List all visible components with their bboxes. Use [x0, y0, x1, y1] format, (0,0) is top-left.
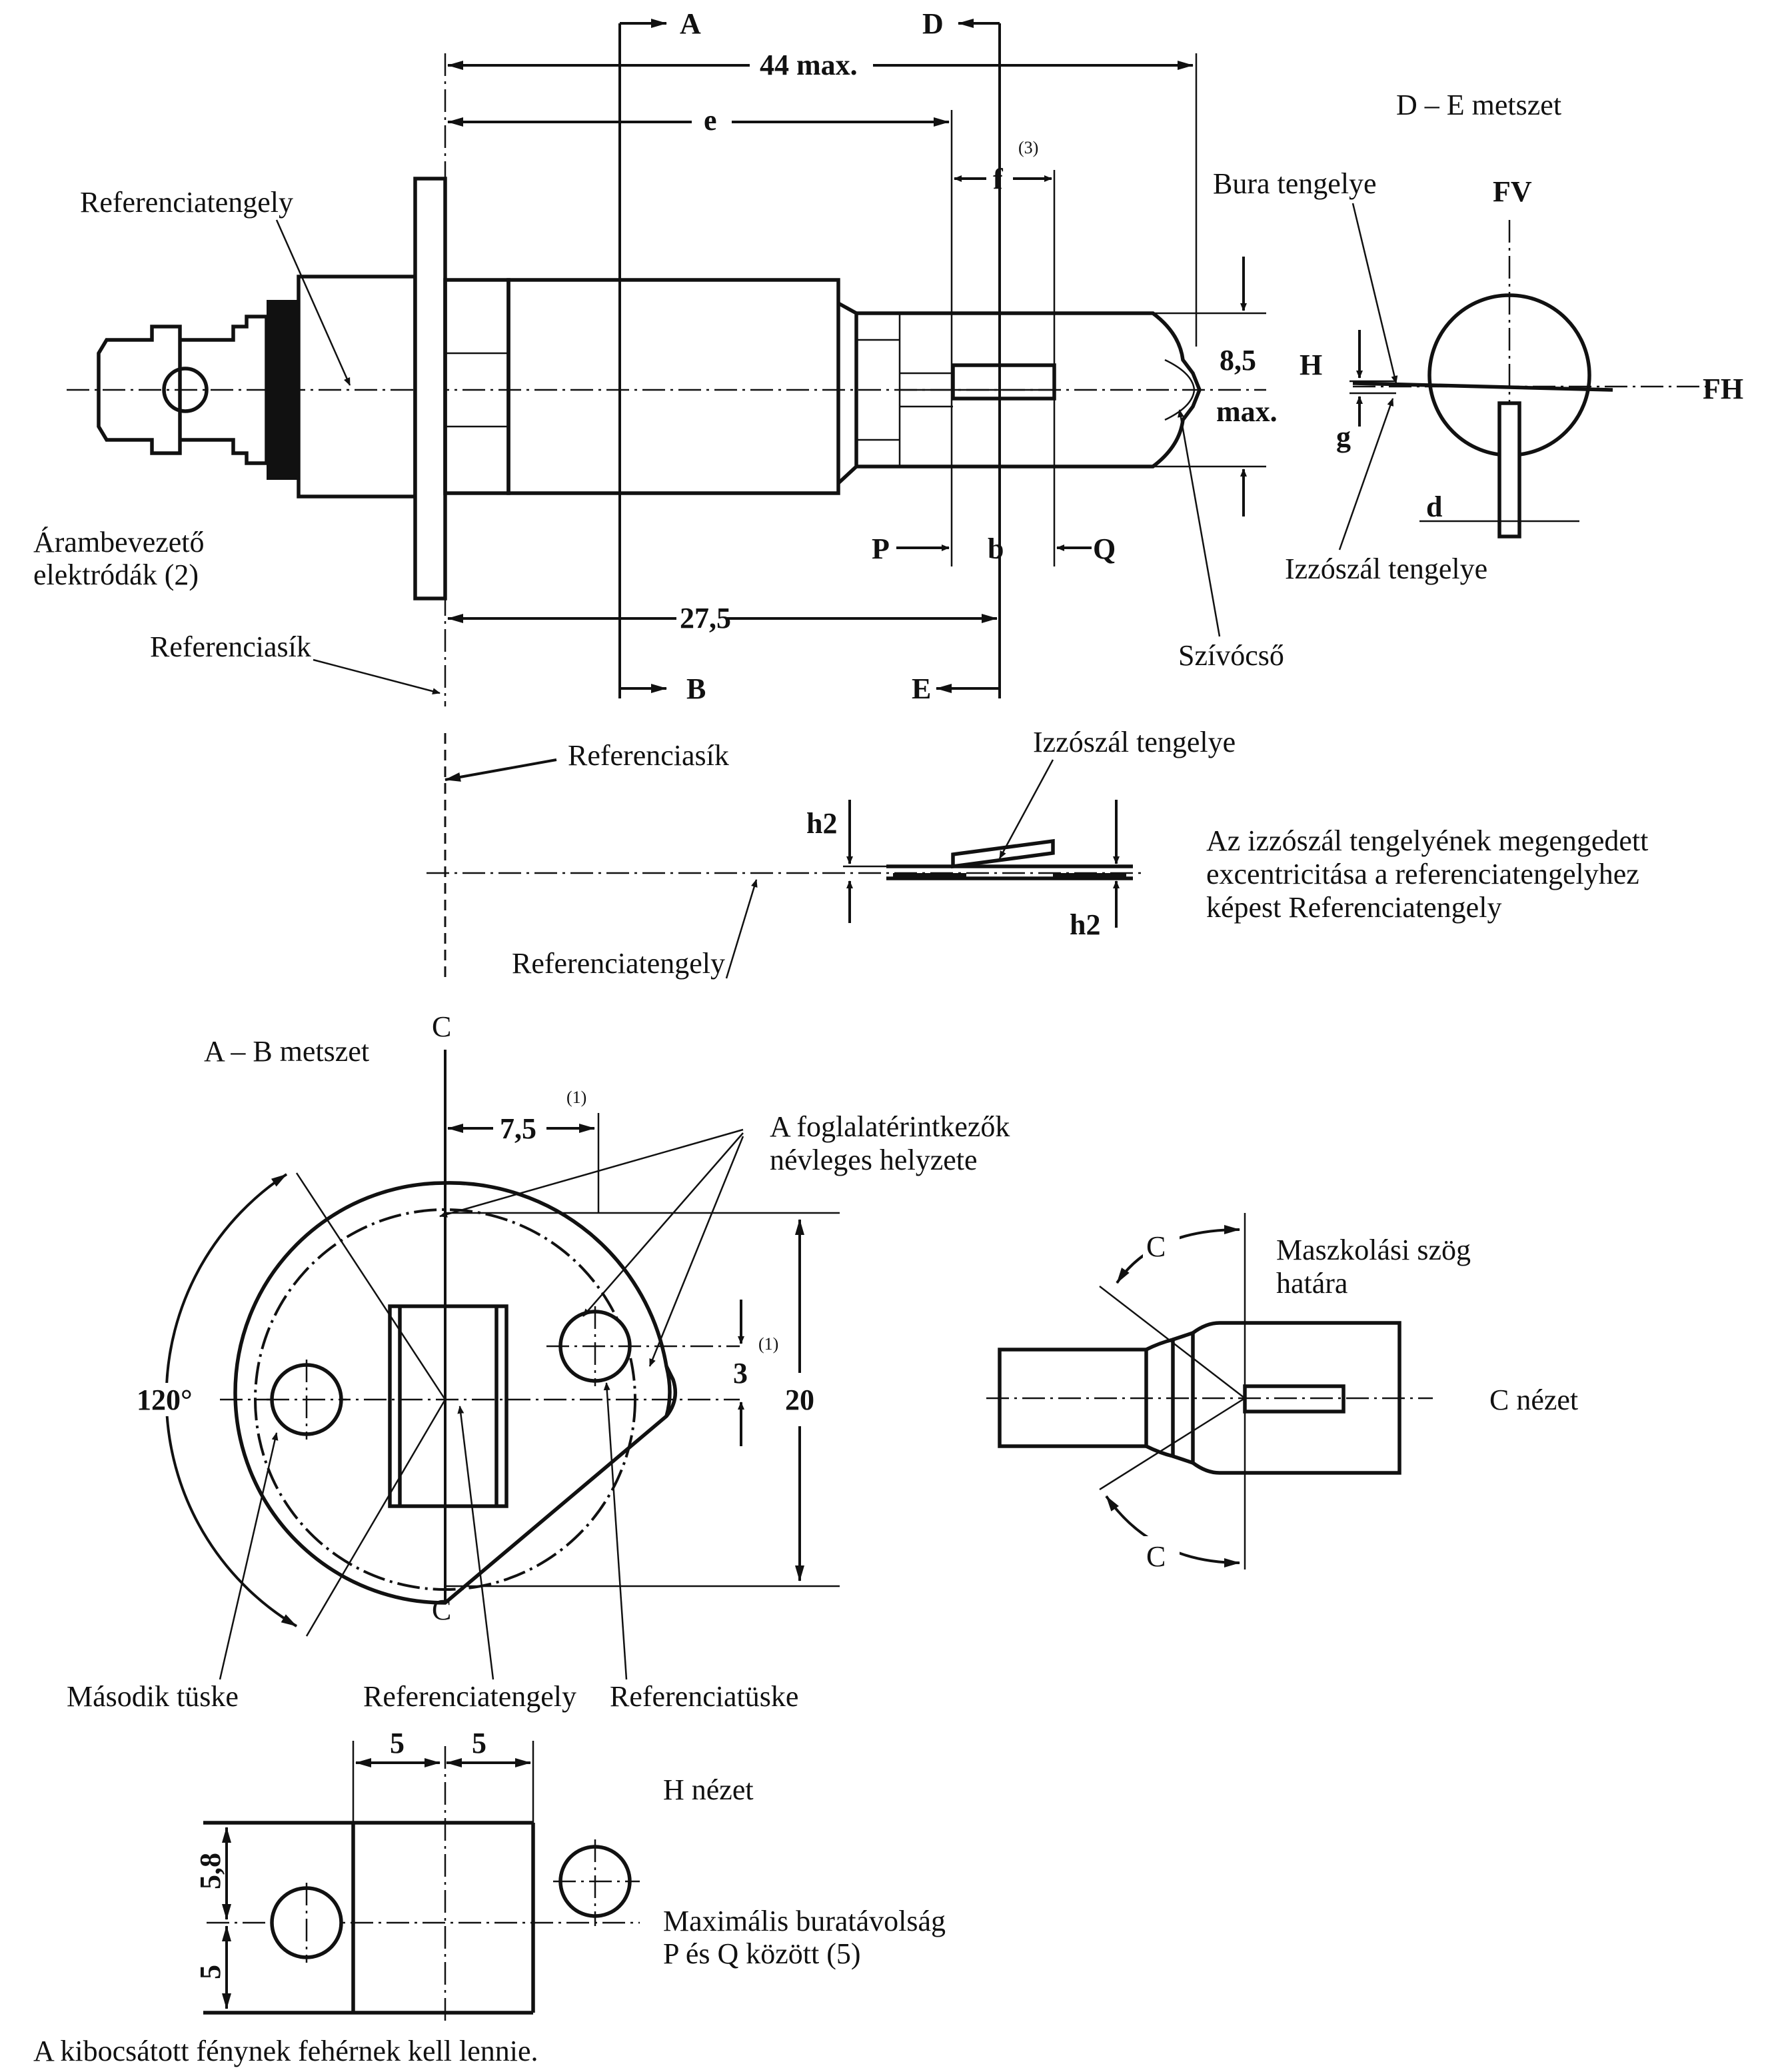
note-1-a: (1): [566, 1088, 586, 1107]
flange-collar: [443, 278, 510, 495]
dim-20: 20: [785, 1384, 814, 1416]
dim-f: f: [993, 163, 1004, 195]
label-h2-left: h2: [806, 807, 837, 840]
label-c-nezet: C nézet: [1489, 1384, 1578, 1416]
label-c-angle-2: C: [1146, 1540, 1166, 1573]
label-referenciatengely-bottom: Referenciatengely: [363, 1680, 576, 1713]
lamp-neck: [837, 301, 858, 485]
label-h2-right: h2: [1070, 908, 1100, 941]
section-label-a: A: [680, 7, 701, 40]
label-referenciatengely-top: Referenciatengely: [80, 186, 293, 219]
dim-44-max: 44 max.: [760, 49, 858, 81]
dim-3: 3: [733, 1357, 748, 1390]
dim-8-5: 8,5: [1220, 344, 1256, 377]
c-view: Maszkolási szög határa C C C nézet: [986, 1213, 1578, 1573]
label-maszkolasi-1: Maszkolási szög: [1276, 1234, 1471, 1266]
label-g: g: [1336, 421, 1351, 453]
label-maszkolasi-2: határa: [1276, 1267, 1347, 1300]
reference-flange: [413, 177, 447, 600]
label-h-nezet: H nézet: [663, 1773, 754, 1806]
h-view: 5 5 5,8 5 H nézet Maximális buratávolság…: [194, 1727, 946, 2026]
label-b: b: [988, 532, 1004, 565]
label-q: Q: [1093, 532, 1116, 565]
label-arambevezeto-1: Árambevezető: [33, 526, 205, 558]
label-max-buratavolsag-1: Maximális buratávolság: [663, 1905, 946, 1937]
label-eccentricity-3: képest Referenciatengely: [1206, 891, 1501, 924]
section-label-e: E: [912, 672, 931, 705]
dim-5-8: 5,8: [194, 1853, 227, 1889]
label-ab-metszet: A – B metszet: [204, 1035, 369, 1068]
section-marks-top: A B D E: [618, 7, 1001, 705]
lamp-side-view: [67, 53, 1266, 706]
seal-ring: [267, 300, 299, 480]
label-c-bottom: C: [432, 1593, 451, 1626]
de-section-view: D – E metszet Bura tengelye FV FH H g d …: [1213, 89, 1743, 585]
label-referenciasik-2: Referenciasík: [568, 739, 729, 772]
dim-27-5: 27,5: [680, 602, 731, 634]
label-fv: FV: [1493, 175, 1532, 208]
dim-7-5: 7,5: [500, 1112, 536, 1145]
label-fh: FH: [1703, 373, 1743, 405]
label-p: P: [872, 532, 890, 565]
top-left-labels: Referenciatengely Árambevezető elektródá…: [33, 186, 1284, 695]
dim-max: max.: [1216, 395, 1278, 428]
note-1-b: (1): [758, 1334, 778, 1354]
center-pin-block: [388, 1304, 508, 1508]
section-label-b: B: [686, 672, 706, 705]
label-eccentricity-1: Az izzószál tengelyének megengedett: [1206, 824, 1648, 857]
label-eccentricity-2: excentricitása a referenciatengelyhez: [1206, 858, 1639, 890]
lamp-body: [506, 278, 840, 495]
label-de-metszet: D – E metszet: [1396, 89, 1561, 121]
eccentricity-view: Referenciasík Izzószál tengelye h2 h2 Az…: [427, 726, 1648, 980]
filament-cross-section: [1497, 401, 1521, 538]
label-c-angle-1: C: [1146, 1230, 1166, 1263]
label-referenciatuske: Referenciatüske: [610, 1680, 798, 1713]
label-foglalat-1: A foglalatérintkezők: [770, 1110, 1010, 1143]
label-referenciasik-1: Referenciasík: [150, 630, 311, 663]
dim-5b: 5: [472, 1727, 486, 1759]
dim-5a: 5: [390, 1727, 405, 1759]
dim-5c: 5: [194, 1965, 227, 1979]
footer-note: A kibocsátott fénynek fehérnek kell lenn…: [33, 2035, 538, 2067]
label-referenciatengely-mid: Referenciatengely: [512, 947, 725, 980]
filament: [951, 363, 1056, 401]
angle-120: 120°: [137, 1384, 193, 1416]
ab-section-view: C A – B metszet 7,5 (1) 20: [133, 1010, 1010, 1637]
note-3-top: (3): [1018, 138, 1038, 157]
dim-e: e: [704, 104, 717, 137]
connector-tip: [97, 325, 182, 455]
label-masodik-tuske: Második tüske: [67, 1680, 239, 1713]
label-izzoszal-tengelye-right: Izzószál tengelye: [1285, 552, 1487, 585]
label-h: H: [1300, 349, 1322, 381]
label-bura-tengelye: Bura tengelye: [1213, 167, 1377, 200]
label-arambevezeto-2: elektródák (2): [33, 558, 199, 591]
bottom-leaders: Második tüske Referenciatengely Referenc…: [67, 1382, 798, 1713]
label-szivocso: Szívócső: [1178, 639, 1284, 672]
connector-hole: [162, 367, 209, 413]
label-foglalat-2: névleges helyzete: [770, 1144, 978, 1176]
bulb-glass: [856, 311, 1202, 469]
label-d: d: [1426, 491, 1442, 523]
label-c-top: C: [432, 1010, 451, 1043]
label-max-buratavolsag-2: P és Q között (5): [663, 1937, 861, 1970]
label-izzoszal-tengelye-mid: Izzószál tengelye: [1033, 726, 1236, 758]
section-label-d: D: [922, 7, 944, 40]
top-dimensions: 44 max. e f (3) P b Q 27,5 8,5 max.: [447, 49, 1278, 634]
